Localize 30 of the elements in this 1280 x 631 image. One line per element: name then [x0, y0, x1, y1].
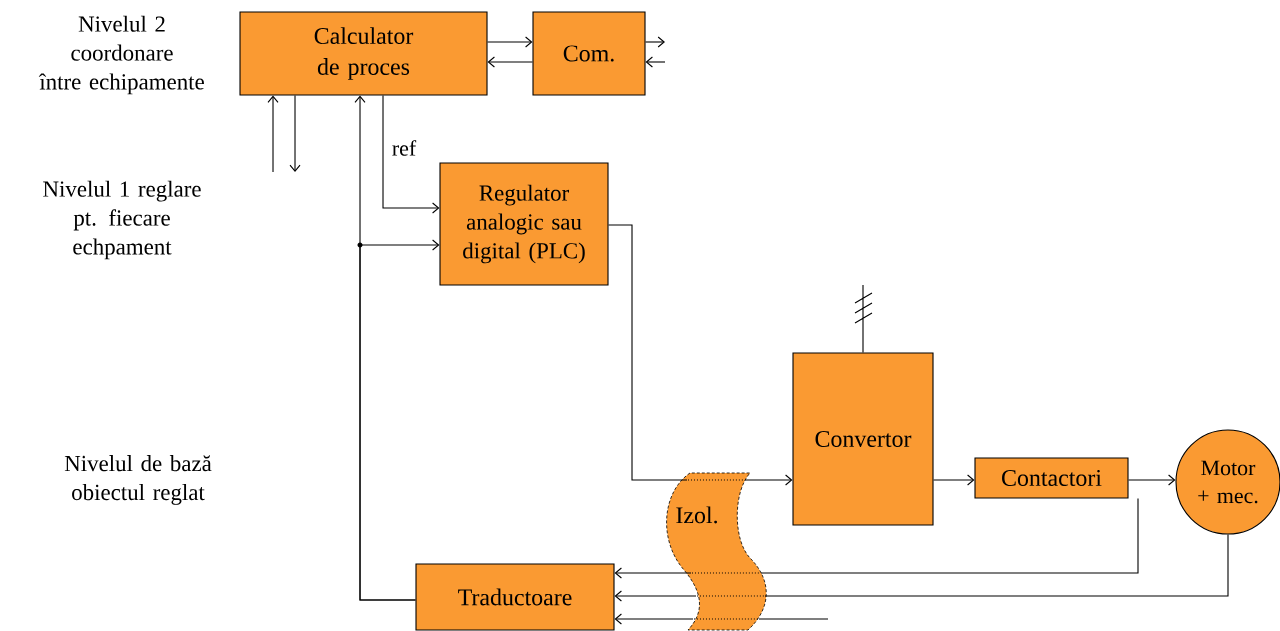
connector-line: [764, 534, 1229, 597]
arrow: [744, 474, 793, 486]
process-box: Regulator analogic sau digital (PLC): [439, 162, 609, 286]
arrow: [933, 474, 975, 486]
process-box: Com.: [532, 11, 646, 96]
arrow: [359, 239, 440, 601]
arrow: [289, 95, 301, 172]
isolation-band: Izol.: [666, 472, 767, 631]
process-box: Calculator de proces: [239, 11, 488, 96]
arrow: [1128, 474, 1176, 486]
arrow: [487, 56, 533, 68]
level-label: Nivelul 2 coordonare între echipamente: [38, 15, 204, 95]
connector-line: [608, 224, 688, 481]
arrow: [645, 36, 665, 48]
process-box: Traductoare: [415, 563, 615, 631]
arrow: [382, 95, 440, 214]
process-box: Convertor: [792, 352, 934, 526]
arrow: [614, 590, 697, 602]
process-box: Contactori: [974, 457, 1129, 499]
connector-line: [758, 618, 829, 620]
level-label: Nivelul de bază obiectul reglat: [64, 455, 212, 505]
arrow: [267, 95, 279, 173]
level-label: Nivelul 1 reglare pt. fiecare echpament: [43, 180, 201, 260]
arrow: [614, 613, 694, 625]
arrow: [487, 36, 533, 48]
arrow: [645, 56, 666, 68]
supply-line: [854, 284, 873, 353]
arrow: [614, 567, 692, 579]
connector-line: [760, 498, 1139, 574]
edge-label: ref: [390, 139, 418, 157]
